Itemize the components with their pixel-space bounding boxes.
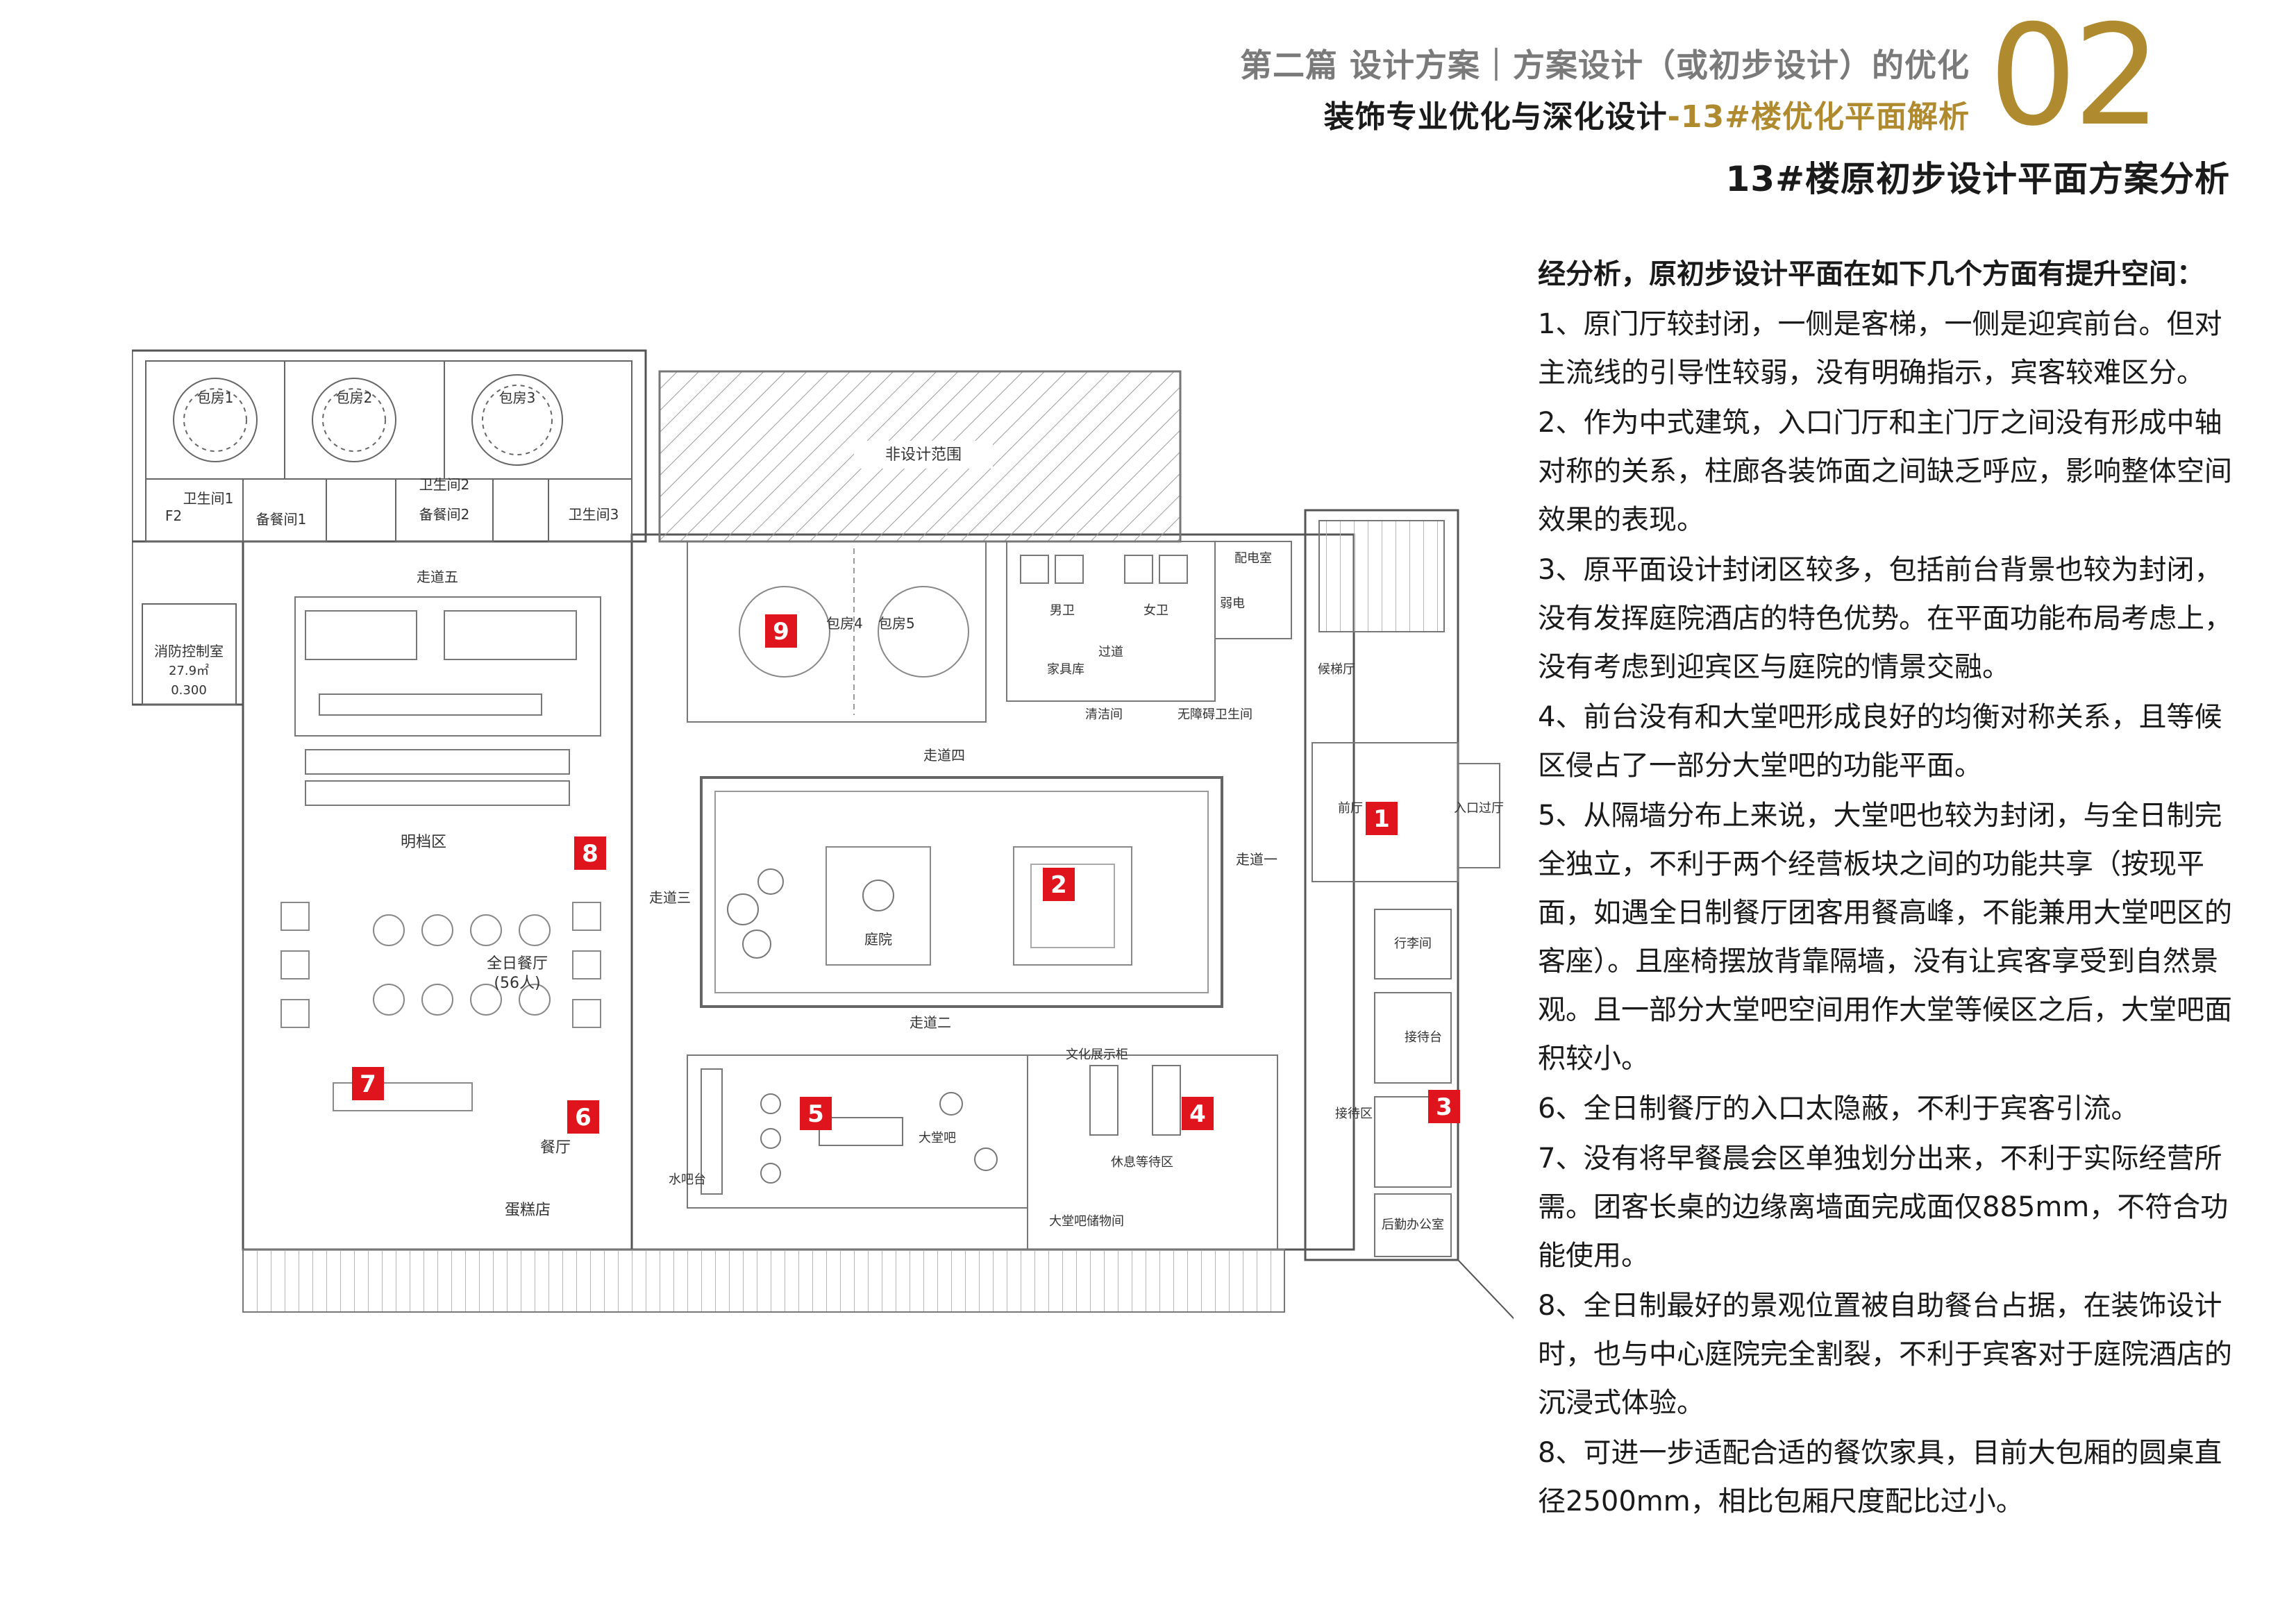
lobby-bar-labels: 大堂吧 休息等待区 大堂吧储物间 水吧台 文化展示柜 [669, 1048, 1173, 1229]
label-baofang5: 包房5 [878, 615, 915, 632]
floor-plan: 非设计范围 包房1 包房2 包房3 卫生间1 备餐间1 卫生间2 备餐间2 卫生… [131, 333, 1528, 1361]
label-zoudao5: 走道五 [417, 569, 458, 585]
analysis-point-2: 2、作为中式建筑，入口门厅和主门厅之间没有形成中轴对称的关系，柱廊各装饰面之间缺… [1538, 407, 2232, 536]
bottom-hatch [242, 1249, 1285, 1313]
label-beican1: 备餐间1 [256, 511, 307, 528]
label-zoudao4: 走道四 [923, 747, 965, 764]
section-title: 装饰专业优化与深化设计-13#楼优化平面解析 [1324, 92, 1970, 136]
marker-4: 4 [1189, 1100, 1206, 1128]
section-title-highlight: -13#楼优化平面解析 [1667, 99, 1970, 135]
marker-8: 8 [582, 840, 598, 868]
analysis-point-1: 1、原门厅较封闭，一侧是客梯，一侧是迎宾前台。但对主流线的引导性较弱，没有明确指… [1538, 308, 2222, 389]
label-tingyuan: 庭院 [864, 931, 892, 948]
analysis-point-6: 6、全日制餐厅的入口太隐蔽，不利于宾客引流。 [1538, 1093, 2139, 1125]
label-dangao: 蛋糕店 [505, 1202, 551, 1219]
label-jiedai: 接待区 [1335, 1107, 1373, 1121]
label-quanri-cap: (56人) [494, 975, 540, 992]
label-fei-sheji: 非设计范围 [885, 446, 962, 464]
marker-5: 5 [807, 1100, 824, 1128]
label-houti: 候梯厅 [1318, 662, 1355, 677]
private-room-labels: 包房1 包房2 包房3 卫生间1 备餐间1 卫生间2 备餐间2 卫生间3 F2 … [165, 389, 619, 585]
fire-control-room: 消防控制室 27.9㎡ 0.300 [142, 603, 237, 705]
lobby-labels: 前厅 入口过厅 行李间 接待区 接待台 后勤办公室 [1335, 801, 1504, 1232]
label-jiajuku: 家具库 [1047, 662, 1084, 677]
label-weisheng2: 卫生间2 [419, 476, 470, 493]
label-guodao: 过道 [1098, 645, 1123, 659]
courtyard: 庭院 [700, 776, 1223, 1008]
label-datangba: 大堂吧 [919, 1131, 956, 1145]
label-zoudao1: 走道一 [1236, 851, 1277, 868]
label-weisheng3: 卫生间3 [569, 506, 619, 523]
label-qianting: 前厅 [1338, 801, 1363, 816]
label-f2: F2 [165, 507, 182, 524]
label-baofang1: 包房1 [197, 389, 234, 406]
marker-9: 9 [773, 618, 789, 646]
section-number: 02 [1988, 0, 2161, 157]
label-nvwei: 女卫 [1143, 603, 1168, 618]
analysis-point-8: 8、全日制最好的景观位置被自助餐台占据，在装饰设计时，也与中心庭院完全割裂，不利… [1538, 1290, 2232, 1419]
label-baofang4: 包房4 [826, 615, 863, 632]
restroom-block [1006, 541, 1292, 702]
lobby-bar [687, 1054, 1278, 1250]
label-xiaofang: 消防控制室 [154, 643, 224, 659]
label-shuiba: 水吧台 [669, 1172, 706, 1187]
label-qingjiejian: 清洁间 [1085, 707, 1123, 722]
section-title-main: 装饰专业优化与深化设计 [1323, 99, 1668, 135]
label-xiaofang-level: 0.300 [171, 683, 207, 698]
issue-marker-numbers: 1 2 3 4 5 6 7 8 9 [360, 618, 1452, 1132]
label-wenhua: 文化展示柜 [1066, 1048, 1128, 1062]
label-rukou: 入口过厅 [1454, 801, 1504, 816]
label-baofang3: 包房3 [499, 389, 536, 406]
label-zoudao2: 走道二 [910, 1014, 951, 1031]
label-houqin: 后勤办公室 [1382, 1218, 1444, 1232]
kitchen [294, 596, 601, 806]
all-day-dining-tables [280, 902, 601, 1111]
private-rooms [145, 360, 632, 542]
front-lobby [1312, 742, 1500, 1257]
analysis-intro: 经分析，原初步设计平面在如下几个方面有提升空间： [1538, 258, 2204, 290]
analysis-point-9: 8、可进一步适配合适的餐饮家具，目前大包厢的圆桌直径2500mm，相比包厢尺度配… [1538, 1437, 2222, 1517]
label-xingli: 行李间 [1394, 936, 1432, 951]
label-jiedaitai: 接待台 [1405, 1030, 1442, 1045]
chapter-title: 第二篇 设计方案｜方案设计（或初步设计）的优化 [1239, 47, 1970, 84]
non-design-area: 非设计范围 [658, 370, 1182, 543]
label-xiaofang-area: 27.9㎡ [169, 663, 209, 678]
marker-2: 2 [1050, 871, 1067, 899]
label-nanwei: 男卫 [1050, 603, 1075, 618]
page-subtitle: 13#楼原初步设计平面方案分析 [1725, 159, 2230, 199]
floor-plan-drawing: 非设计范围 包房1 包房2 包房3 卫生间1 备餐间1 卫生间2 备餐间2 卫生… [131, 349, 1528, 1334]
label-canting: 餐厅 [540, 1139, 571, 1157]
label-peidian: 配电室 [1234, 551, 1272, 566]
label-quanri: 全日餐厅 [487, 955, 548, 973]
restroom-labels: 男卫 女卫 家具库 过道 清洁间 无障碍卫生间 配电室 弱电 候梯厅 [1047, 551, 1355, 722]
marker-1: 1 [1373, 805, 1390, 833]
label-xiuxi: 休息等待区 [1111, 1155, 1173, 1170]
label-ruodian: 弱电 [1220, 596, 1245, 611]
analysis-text: 经分析，原初步设计平面在如下几个方面有提升空间： 1、原门厅较封闭，一侧是客梯，… [1538, 250, 2239, 1527]
marker-3: 3 [1436, 1093, 1452, 1121]
dining-labels: 全日餐厅 (56人) 蛋糕店 餐厅 [487, 955, 571, 1219]
label-weisheng1: 卫生间1 [183, 490, 234, 507]
analysis-point-3: 3、原平面设计封闭区较多，包括前台背景也较为封闭，没有发挥庭院酒店的特色优势。在… [1538, 554, 2232, 683]
analysis-point-5: 5、从隔墙分布上来说，大堂吧也较为封闭，与全日制完全独立，不利于两个经营板块之间… [1538, 800, 2232, 1075]
stair-block [1318, 520, 1445, 632]
issue-markers [352, 614, 1460, 1134]
marker-7: 7 [360, 1070, 376, 1098]
label-mingdang: 明档区 [401, 834, 446, 851]
label-wuzhang: 无障碍卫生间 [1178, 707, 1252, 722]
label-zoudao3: 走道三 [649, 889, 691, 906]
analysis-point-4: 4、前台没有和大堂吧形成良好的均衡对称关系，且等候区侵占了一部分大堂吧的功能平面… [1538, 701, 2222, 782]
label-chuwu: 大堂吧储物间 [1049, 1214, 1124, 1229]
analysis-point-7: 7、没有将早餐晨会区单独划分出来，不利于实际经营所需。团客长桌的边缘离墙面完成面… [1538, 1143, 2229, 1272]
label-beican2: 备餐间2 [419, 506, 470, 523]
upper-private-rooms: 包房4 包房5 [687, 541, 987, 723]
label-baofang2: 包房2 [336, 389, 373, 406]
marker-6: 6 [575, 1104, 592, 1132]
corridor-labels: 走道四 走道二 走道三 走道一 [649, 747, 1277, 1031]
page-header: 第二篇 设计方案｜方案设计（或初步设计）的优化 装饰专业优化与深化设计-13#楼… [1240, 7, 2161, 146]
